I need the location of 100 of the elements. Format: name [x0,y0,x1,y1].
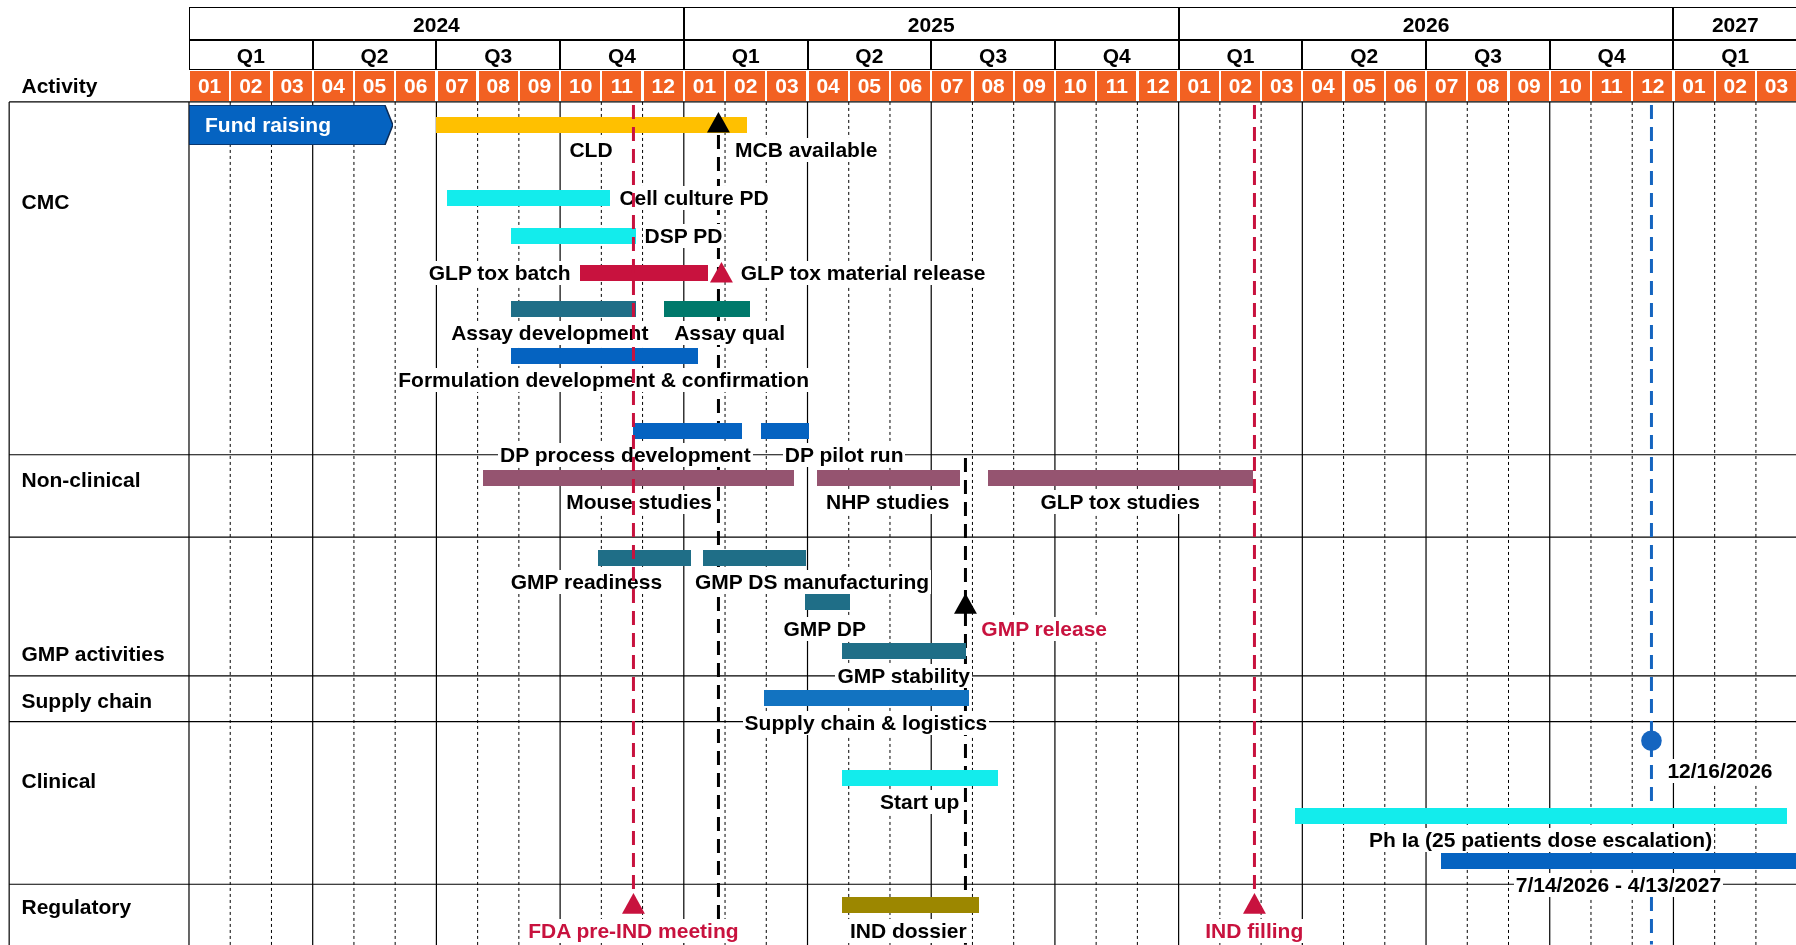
quarter-header: Q3 [436,40,561,70]
task-label: IND filling [1203,919,1306,944]
task-bar [988,469,1254,486]
month-header: 12 [1138,71,1178,101]
month-header: 09 [1509,71,1549,101]
month-header: 03 [1757,71,1796,101]
quarter-header: Q1 [189,40,313,70]
month-header: 06 [891,71,931,101]
month-header: 06 [396,71,436,101]
month-header: 09 [520,71,559,101]
month-header: 10 [561,71,601,101]
month-header: 08 [973,71,1013,101]
month-header: 11 [1592,71,1632,101]
task-label: FDA pre-IND meeting [526,919,741,944]
task-bar [446,190,611,207]
task-label: Start up [878,789,962,814]
task-bar [510,301,636,318]
task-label: GMP DP [781,616,868,641]
task-bar [841,642,966,659]
month-header: 02 [231,71,271,101]
month-header: 01 [1179,71,1219,101]
task-bar [1440,853,1796,870]
month-header: 04 [313,71,353,101]
month-header: 04 [1303,71,1343,101]
month-header: 08 [478,71,518,101]
row-header: Clinical [20,769,98,794]
quarter-header: Q2 [807,40,932,70]
year-header: 2025 [683,6,1179,41]
year-header: 2026 [1178,6,1674,41]
task-label: 12/16/2026 [1665,758,1775,783]
task-label: GLP tox batch [426,260,573,285]
quarter-header: Q4 [560,40,684,70]
task-bar [633,422,743,439]
quarter-header: Q1 [1178,40,1303,70]
quarter-header: Q3 [1426,40,1550,70]
task-label: GLP tox material release [738,260,988,285]
quarter-header: Q4 [1054,40,1179,70]
month-header: 10 [1550,71,1590,101]
month-header: 07 [932,71,972,101]
task-bar [664,301,751,318]
quarter-header: Q3 [931,40,1055,70]
task-label: DP pilot run [782,442,906,467]
task-label: Supply chain & logistics [742,710,990,735]
milestone-marker-with-dashed-line [1242,105,1266,915]
month-header: 09 [1014,71,1054,101]
task-bar [841,896,980,913]
task-label: GMP stability [835,663,973,688]
month-header: 03 [1262,71,1302,101]
quarter-header: Q2 [312,40,437,70]
task-bar [436,116,747,133]
month-header: 04 [808,71,848,101]
month-header: 02 [1715,71,1755,101]
month-header: 06 [1385,71,1425,101]
milestone-triangle [710,262,734,283]
month-header: 11 [1097,71,1137,101]
task-label: NHP studies [824,489,952,514]
task-bar [597,549,691,566]
task-bar [841,769,998,786]
task-bar [703,549,807,566]
month-header: 12 [1633,71,1673,101]
month-header: 08 [1468,71,1508,101]
task-bar [483,469,794,486]
task-bar [760,422,809,439]
task-label: GMP DS manufacturing [693,569,932,594]
task-bar [764,689,969,706]
task-bar [579,264,708,281]
month-header: 05 [1344,71,1384,101]
task-label: GMP release [979,616,1109,641]
task-label: DSP PD [642,223,725,248]
task-label: DP process development [498,442,753,467]
month-header: 01 [190,71,230,101]
task-bar [510,348,698,365]
quarter-header: Q4 [1549,40,1674,70]
task-bar [510,227,636,244]
task-label: Formulation development & confirmation [396,368,811,393]
row-header: CMC [20,189,71,214]
quarter-header: Q1 [1673,40,1796,70]
task-label: Ph Ia (25 patients dose escalation) [1367,827,1715,852]
year-header: 2027 [1673,6,1796,41]
year-header: 2024 [189,6,684,41]
month-header: 07 [437,71,477,101]
row-header: Supply chain [20,689,154,713]
task-label: CLD [567,138,615,163]
row-header: Non-clinical [20,467,142,492]
quarter-header: Q1 [683,40,808,70]
month-header: 12 [643,71,683,101]
month-header: 07 [1427,71,1467,101]
month-header: 01 [1674,71,1714,101]
task-label: 7/14/2026 - 4/13/2027 [1513,873,1724,898]
task-label: IND dossier [847,919,969,944]
quarter-header: Q2 [1302,40,1427,70]
task-label: GMP readiness [508,569,665,594]
month-header: 03 [272,71,312,101]
phase-arrow [189,105,393,146]
month-header: 05 [355,71,394,101]
task-bar [805,594,850,611]
month-header: 02 [1221,71,1260,101]
task-label: MCB available [733,138,880,163]
row-header: Regulatory [20,895,133,920]
task-bar [816,469,960,486]
